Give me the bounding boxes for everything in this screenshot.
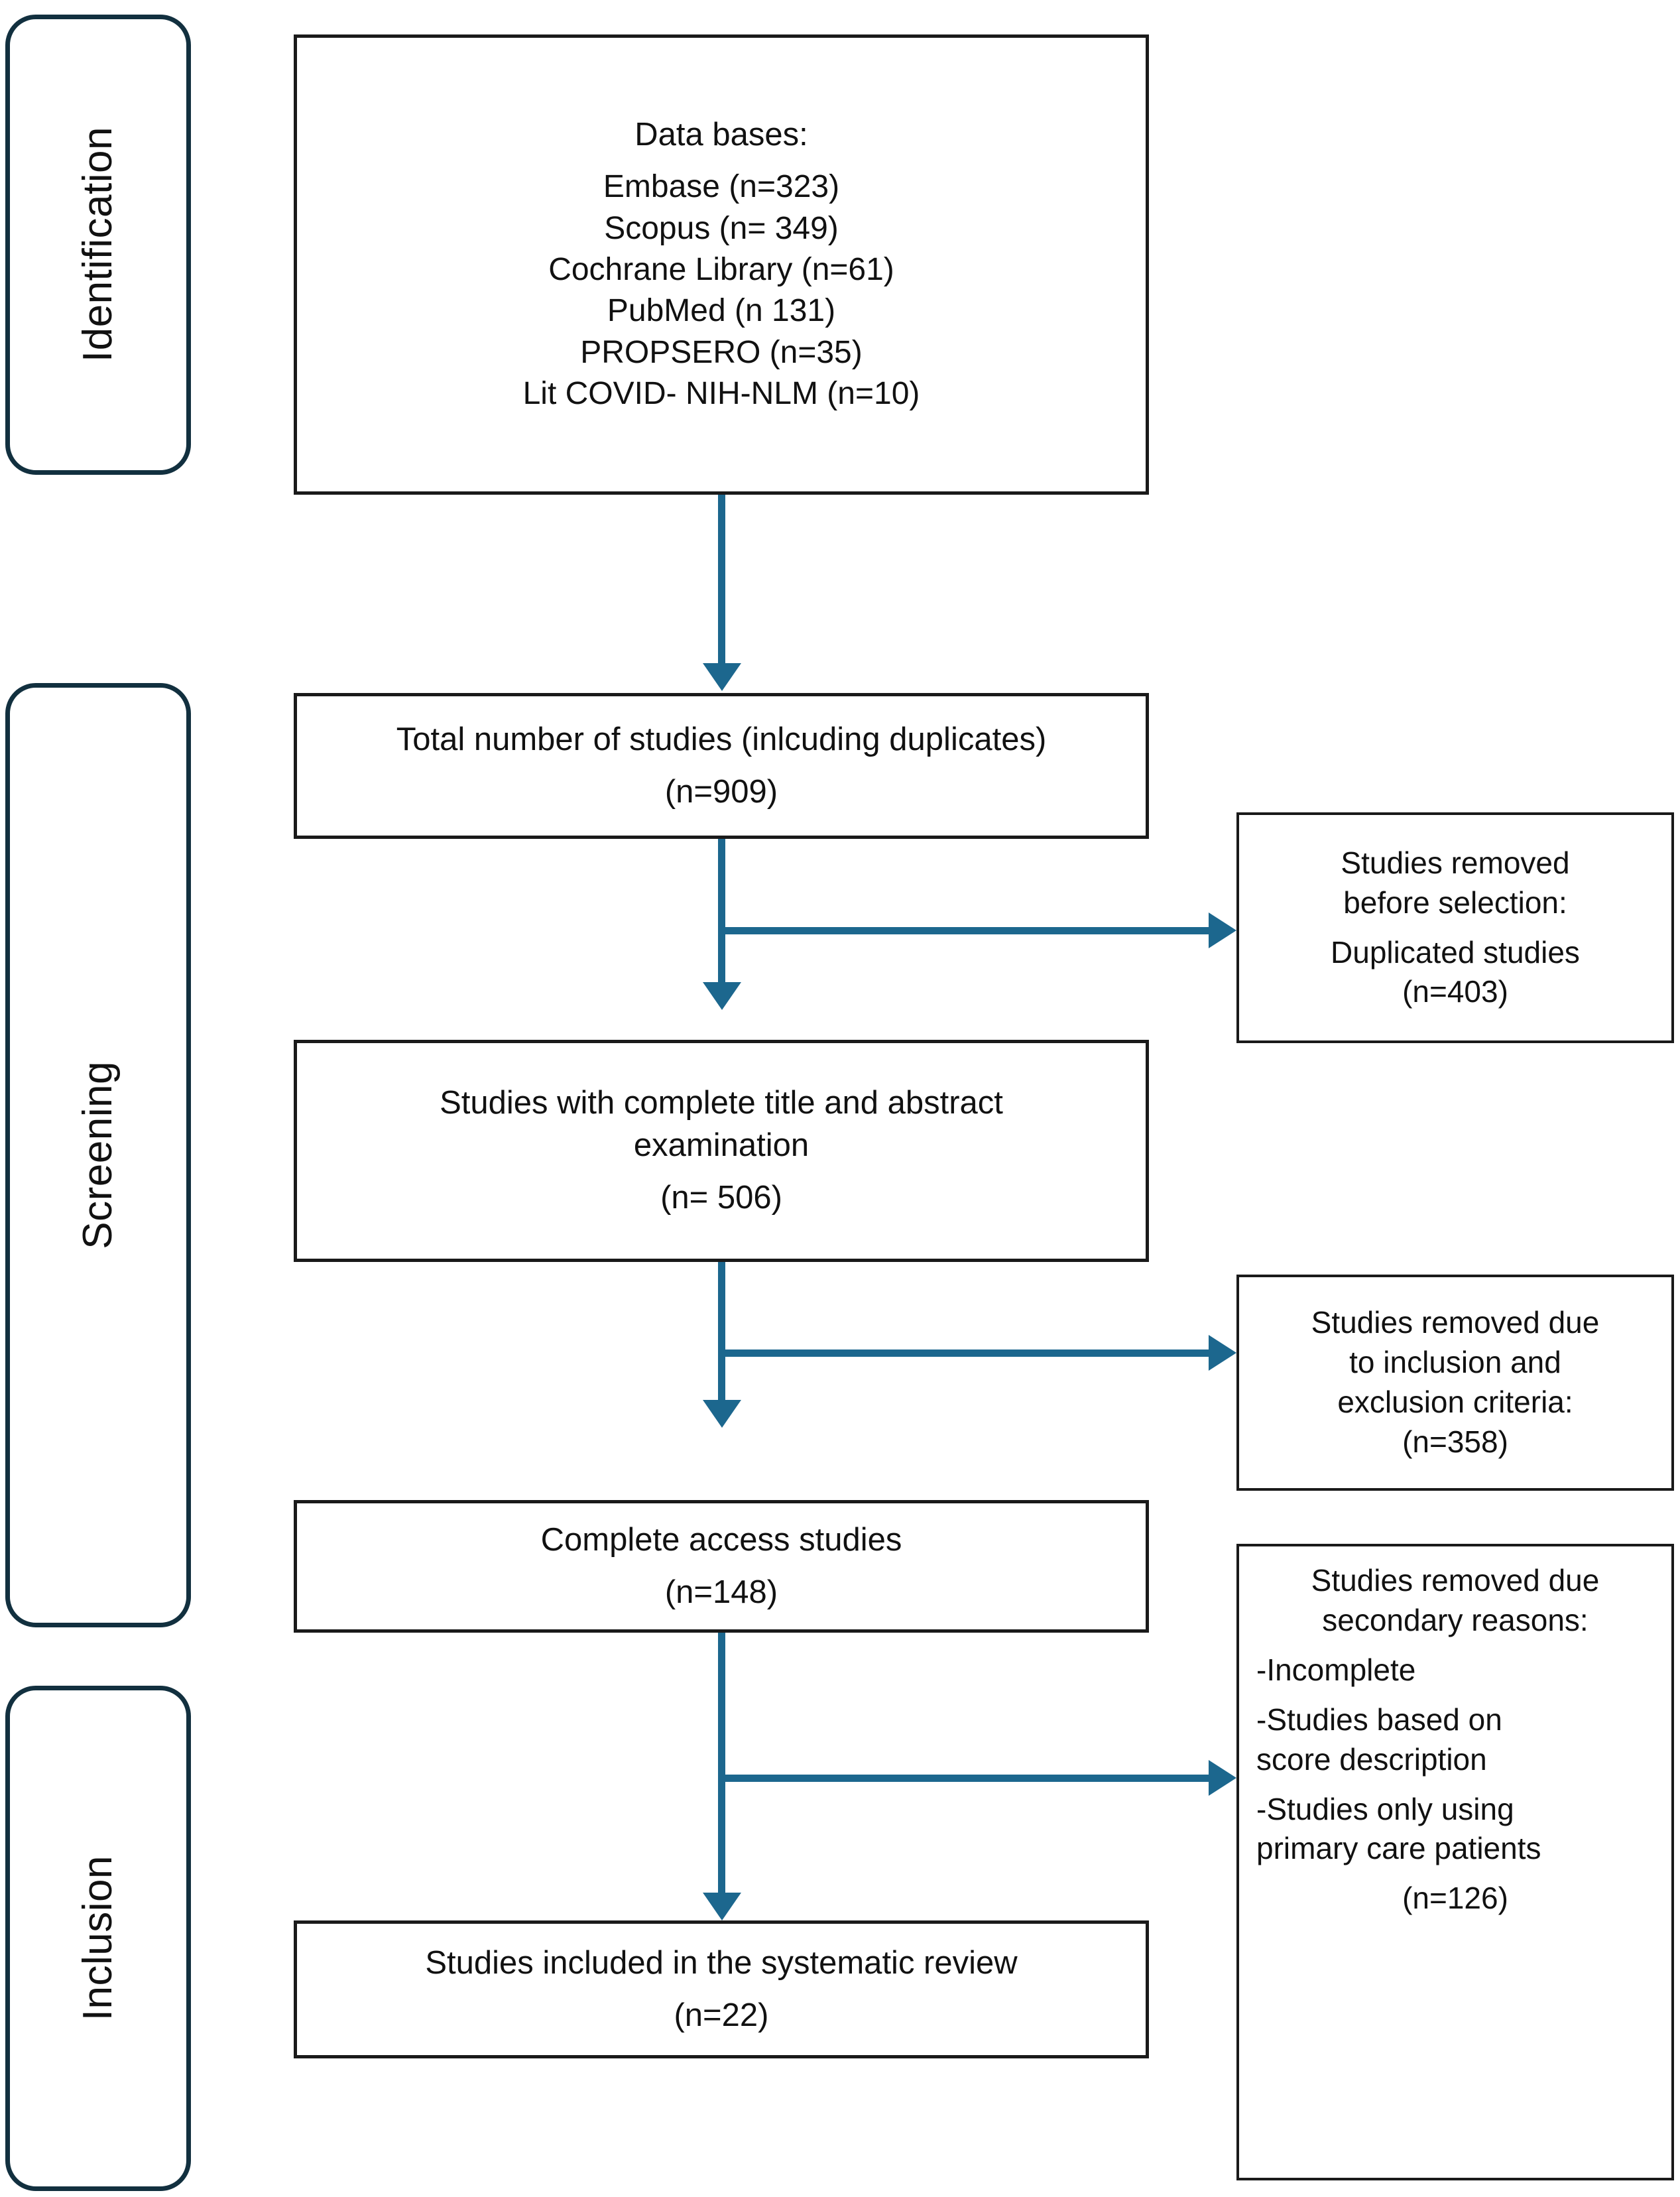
database-item-cochrane: Cochrane Library (n=61) — [548, 252, 894, 288]
included-studies-text: Studies included in the systematic revie… — [425, 1944, 1018, 1981]
title-abstract-box: Studies with complete title and abstract… — [294, 1040, 1149, 1262]
arrowhead-total-to-screening — [703, 982, 741, 1010]
removed-secondary-box: Studies removed due secondary reasons: -… — [1236, 1544, 1674, 2180]
removed-before-selection-line3: Duplicated studies — [1331, 934, 1580, 970]
removed-secondary-reason-score-line2: score description — [1256, 1741, 1487, 1777]
removed-secondary-count: (n=126) — [1402, 1881, 1508, 1916]
connector-databases-to-total — [718, 495, 725, 663]
connector-access-to-included — [718, 1633, 725, 1893]
title-abstract-line2: examination — [633, 1127, 810, 1164]
database-item-embase: Embase (n=323) — [603, 169, 840, 205]
databases-box: Data bases: Embase (n=323) Scopus (n= 34… — [294, 34, 1149, 495]
database-item-litcovid: Lit COVID- NIH-NLM (n=10) — [522, 376, 920, 412]
removed-criteria-box: Studies removed due to inclusion and exc… — [1236, 1275, 1674, 1491]
database-item-scopus: Scopus (n= 349) — [604, 210, 839, 246]
removed-secondary-reason-score-line1: -Studies based on — [1256, 1702, 1502, 1737]
arrowhead-screening-to-removed-criteria — [1209, 1335, 1236, 1371]
removed-before-selection-line2: before selection: — [1343, 885, 1567, 920]
arrowhead-access-to-removed-secondary — [1209, 1760, 1236, 1796]
title-abstract-count: (n= 506) — [660, 1179, 782, 1216]
included-studies-box: Studies included in the systematic revie… — [294, 1920, 1149, 2058]
arrowhead-total-to-removed-before — [1209, 912, 1236, 948]
complete-access-box: Complete access studies (n=148) — [294, 1500, 1149, 1633]
stage-screening: Screening — [5, 683, 191, 1627]
removed-criteria-line1: Studies removed due — [1311, 1305, 1600, 1340]
connector-access-to-removed-secondary — [718, 1775, 1209, 1782]
removed-criteria-count: (n=358) — [1402, 1424, 1508, 1459]
stage-identification: Identification — [5, 15, 191, 475]
arrowhead-screening-to-access — [703, 1400, 741, 1428]
connector-total-to-screening — [718, 839, 725, 982]
removed-secondary-reason-incomplete: -Incomplete — [1256, 1652, 1416, 1687]
complete-access-text: Complete access studies — [540, 1521, 902, 1558]
removed-criteria-line3: exclusion criteria: — [1337, 1385, 1573, 1419]
stage-screening-label: Screening — [75, 1061, 121, 1249]
removed-before-selection-box: Studies removed before selection: Duplic… — [1236, 812, 1674, 1043]
arrowhead-access-to-included — [703, 1893, 741, 1920]
removed-before-selection-count: (n=403) — [1402, 974, 1508, 1009]
database-item-pubmed: PubMed (n 131) — [607, 293, 836, 329]
connector-screening-to-access — [718, 1262, 725, 1400]
complete-access-count: (n=148) — [664, 1574, 778, 1610]
removed-before-selection-line1: Studies removed — [1341, 845, 1570, 880]
removed-secondary-line2: secondary reasons: — [1322, 1602, 1589, 1637]
database-item-prospero: PROPSERO (n=35) — [580, 334, 863, 370]
arrowhead-databases-to-total — [703, 663, 741, 691]
databases-title: Data bases: — [634, 117, 808, 153]
removed-criteria-line2: to inclusion and — [1349, 1345, 1561, 1380]
included-studies-count: (n=22) — [674, 1997, 769, 2033]
removed-secondary-line1: Studies removed due — [1311, 1563, 1600, 1598]
stage-inclusion-label: Inclusion — [75, 1855, 121, 2021]
removed-secondary-reason-primary-line1: -Studies only using — [1256, 1791, 1514, 1826]
title-abstract-line1: Studies with complete title and abstract — [440, 1085, 1003, 1121]
stage-identification-label: Identification — [75, 127, 121, 363]
total-studies-text: Total number of studies (inlcuding dupli… — [396, 721, 1047, 757]
connector-total-to-removed-before — [718, 927, 1209, 934]
removed-secondary-reason-primary-line2: primary care patients — [1256, 1831, 1541, 1866]
connector-screening-to-removed-criteria — [718, 1350, 1209, 1357]
total-studies-count: (n=909) — [664, 773, 778, 810]
stage-inclusion: Inclusion — [5, 1686, 191, 2191]
total-studies-box: Total number of studies (inlcuding dupli… — [294, 693, 1149, 839]
